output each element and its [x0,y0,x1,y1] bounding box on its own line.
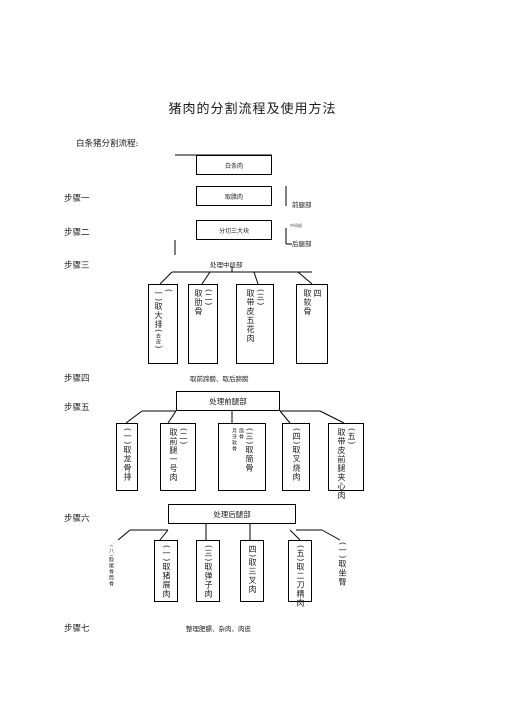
step6-item-3: 四)取三叉肉 [240,540,264,602]
step-1-label: 步骤一 [64,194,90,204]
step5-item-2-col-2: 取前腿一号肉 [169,428,178,482]
step-3-label: 步骤三 [64,261,90,271]
step3-item-3-col-2: 取带皮五花肉 [246,289,255,343]
step5-item-3-col-1: (三)取筒骨 [245,428,254,473]
step3-header: 处理中段部 [210,261,243,269]
front-leg-label: 前腿部 [292,201,312,209]
step6-item-4: (五)取二刀精肉 [288,540,312,608]
step-7-label: 步骤七 [64,624,90,634]
step6-item-2-col-1: (三)取弹子肉 [204,545,213,599]
step5-item-5-col-1: (五) [347,428,356,446]
step-6-label: 步骤六 [64,514,90,524]
step5-item-5-col-2: 取带皮前腿夹心肉 [337,428,346,500]
page-title: 猪肉的分割流程及使用方法 [168,102,337,117]
step3-item-4: 四 取软骨 [296,284,328,364]
remove-fat-box: 取腊肉 [196,186,272,206]
step3-item-2-col-1: (二) [204,289,213,307]
step3-item-4-col-2: 取软骨 [303,289,312,316]
middle-label: 中间部 [290,223,302,228]
step6-item-2: (三)取弹子肉 [196,540,220,602]
step7-text: 整理肥膘、杂肉、肉皮 [186,625,251,633]
step-4-label: 步骤四 [64,374,90,384]
step5-item-5: (五) 取带皮前腿夹心肉 [328,423,364,500]
whole-pig-box: 白条肉 [196,155,272,175]
step-2-label: 步骤二 [64,228,90,238]
step6-item-1-col-1: (一)取猪展肉 [162,545,171,599]
step6-item-1: (一)取猪展肉 [154,540,178,602]
step6-header: 处理后腿部 [168,504,296,524]
step5-item-4-col-1: (四)取叉烧肉 [292,428,301,482]
step6-item-4-col-1: (五)取二刀精肉 [296,545,305,608]
step6-item-3-col-1: 四)取三叉肉 [248,545,257,595]
step5-item-1: (一)取龙骨排 [116,423,138,491]
step3-item-2-col-2: 取肋骨 [194,289,203,316]
step5-item-2: (二) 取前腿一号肉 [160,423,196,491]
step6-right-text: (一)取坐臀 [338,542,347,587]
step3-item-1-col-2: 一)取大排(去皮) [154,289,163,350]
step5-item-3-col-2: 扇骨 [238,428,244,440]
step-5-label: 步骤五 [64,403,90,413]
step5-item-2-col-1: (二) [179,428,188,446]
step3-item-3: (三) 取带皮五花肉 [236,284,274,364]
step3-item-3-col-1: (三) [256,289,265,307]
step6-left-text: (八)取尾骨筒骨 [108,545,114,587]
step3-item-2: (二) 取肋骨 [188,284,218,364]
step3-item-1-col-1: ( [164,289,173,294]
split-three-box: 分切三大块 [196,220,272,240]
step5-item-3: (三)取筒骨 扇骨 月牙软骨 [218,423,266,491]
step4-text: 取前蹄膀、取后蹄膀 [190,375,249,383]
step5-item-3-col-3: 月牙软骨 [231,428,237,452]
step3-item-4-col-1: 四 [313,289,322,298]
step5-item-1-col-1: (一)取龙骨排 [123,428,132,482]
hind-leg-label: 后腿部 [292,240,312,248]
step5-header: 处理前腿部 [176,391,280,411]
step3-item-1: ( 一)取大排(去皮) [148,284,178,364]
step5-item-4: (四)取叉烧肉 [282,423,310,491]
flow-subtitle: 白条猪分割流程: [76,139,139,149]
